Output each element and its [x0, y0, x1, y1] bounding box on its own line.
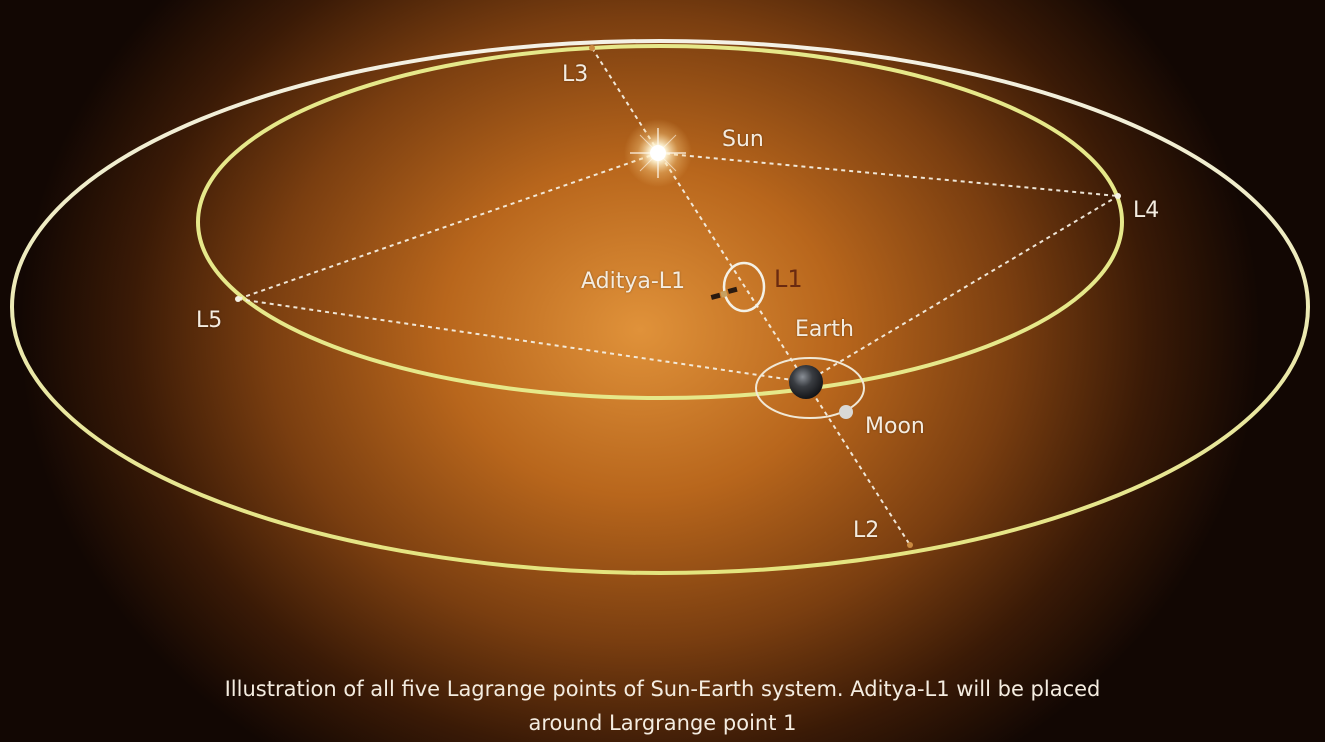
- label-sun: Sun: [722, 127, 764, 152]
- moon-icon: [839, 405, 853, 419]
- label-l3: L3: [562, 62, 589, 87]
- sun-icon: [624, 119, 692, 187]
- l4-marker: [1115, 193, 1121, 199]
- sun-l5-line: [237, 152, 659, 300]
- l2-marker: [907, 542, 913, 548]
- label-l4: L4: [1133, 198, 1160, 223]
- dashed-lines: [237, 47, 1119, 546]
- l1-halo-orbit: [722, 261, 766, 313]
- caption-line-1: Illustration of all five Lagrange points…: [224, 677, 1101, 701]
- label-aditya: Aditya-L1: [581, 269, 686, 294]
- l3-marker: [589, 45, 595, 51]
- label-l5: L5: [196, 308, 223, 333]
- label-earth: Earth: [795, 317, 854, 342]
- caption: Illustration of all five Lagrange points…: [0, 672, 1325, 740]
- label-l1: L1: [774, 265, 803, 293]
- label-moon: Moon: [865, 414, 925, 439]
- sun-l4-line: [657, 152, 1119, 197]
- earth-orbit: [196, 44, 1124, 400]
- sun-earth-axis: [591, 47, 911, 546]
- moon-orbit: [755, 357, 865, 419]
- outer-orbit: [10, 39, 1310, 575]
- l5-marker: [235, 296, 241, 302]
- label-l2: L2: [853, 518, 880, 543]
- aditya-spacecraft-icon: [710, 286, 738, 300]
- caption-line-2: around Largrange point 1: [528, 711, 797, 735]
- earth-icon: [789, 365, 823, 399]
